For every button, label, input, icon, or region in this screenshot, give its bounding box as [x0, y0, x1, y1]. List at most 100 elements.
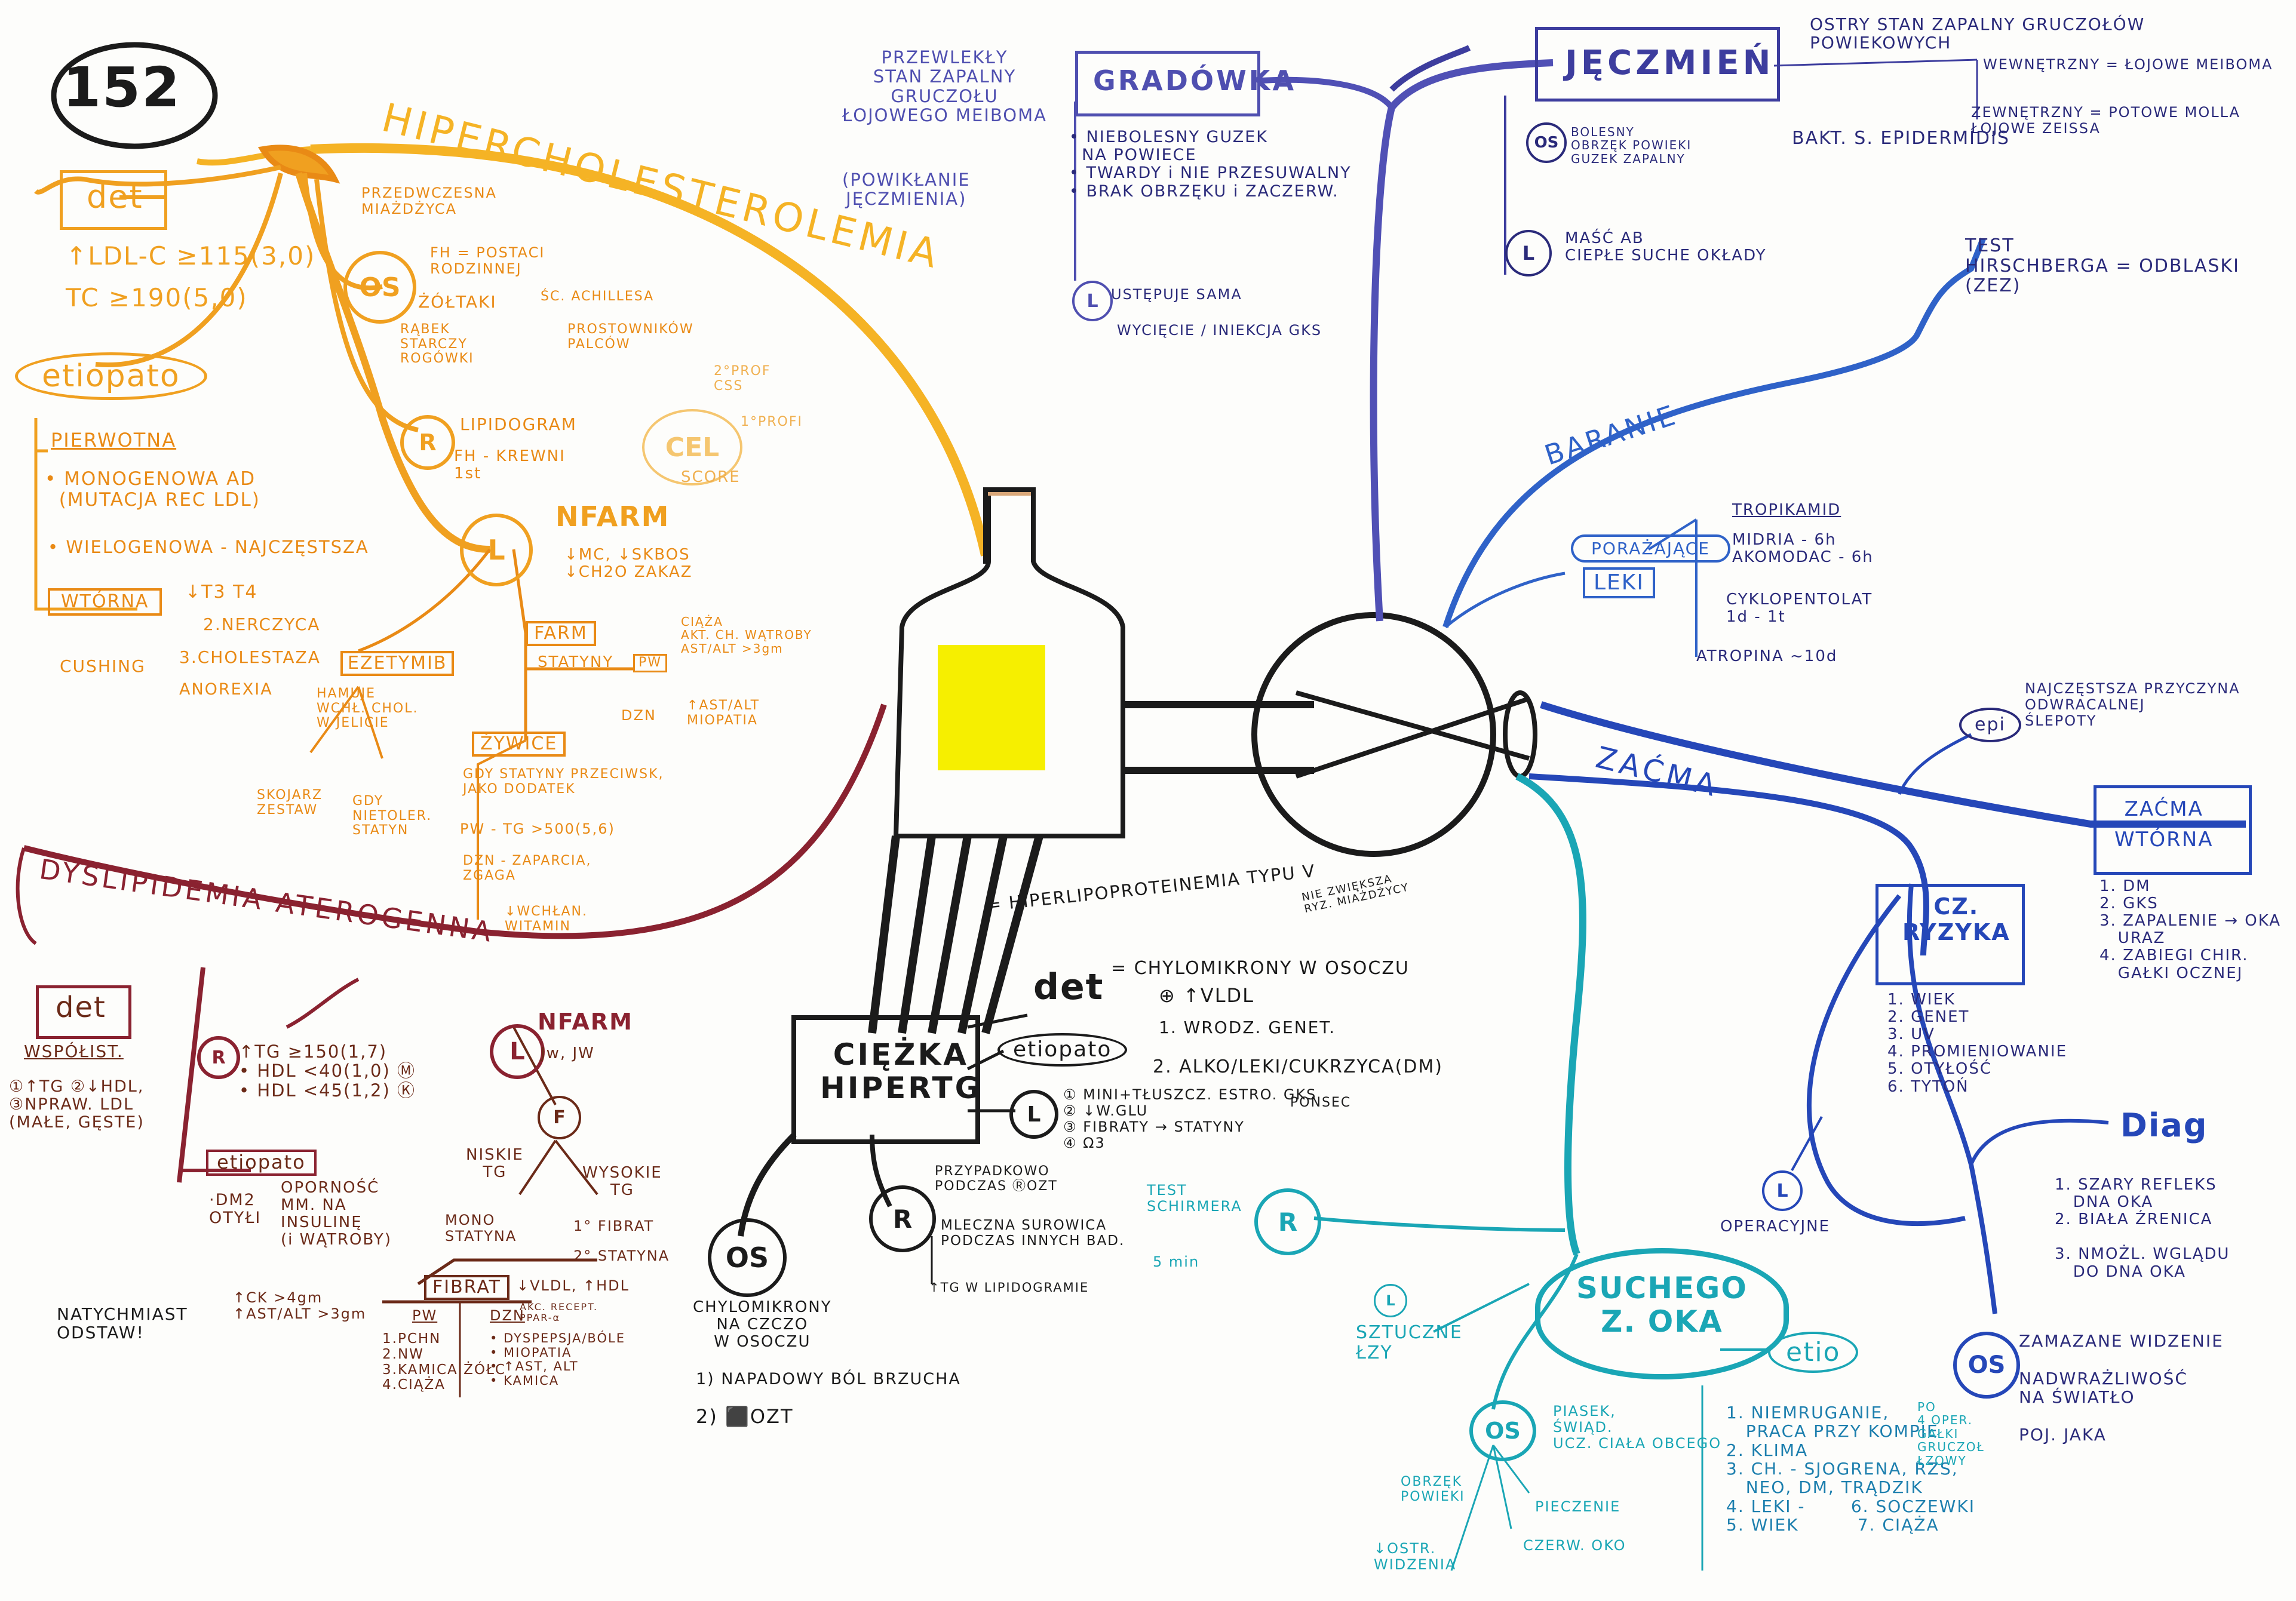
hipertg-box: CIĘŻKA HIPERTG: [791, 1015, 980, 1144]
gradowka-desc: PRZEWLEKŁY STAN ZAPALNY GRUCZOŁU ŁOJOWEG…: [842, 47, 1047, 126]
zacma-wtorna-box: ZAĆMA WTÓRNA: [2094, 785, 2252, 875]
hiperchol-farm: FARM: [526, 621, 596, 646]
gradowka-title: GRADÓWKA: [1093, 64, 1297, 97]
hiperchol-r-circle: R: [400, 415, 455, 470]
dyslipid-pw-items: 1.PCHN 2.NW 3.KAMICA ŻÓŁC 4.CIĄŻA: [382, 1331, 506, 1393]
gradowka-l-circle: L: [1072, 281, 1113, 321]
dyslipid-etiopato: etiopato: [206, 1150, 317, 1176]
hiperchol-zywice-wchlan: ↓WCHŁAN. WITAMIN: [505, 904, 588, 934]
hiperchol-dzn: DZN: [621, 707, 656, 724]
dyslipid-wysokie-tg: WYSOKIE TG: [582, 1164, 662, 1200]
baranie-porazajace: PORAŻAJĄCE: [1571, 534, 1730, 563]
hiperchol-main-branch: [310, 143, 990, 557]
hiperchol-monogenowa: • MONOGENOWA AD (MUTACJA REC LDL): [45, 468, 260, 511]
suche-oko-test: TEST SCHIRMERA: [1147, 1182, 1242, 1215]
dyslipid-fibrat-ppar: AKC. RECEPT. PPAR-α: [520, 1301, 598, 1323]
hiperchol-cel-2prof: 2°PROF CSS: [714, 364, 771, 394]
hipertg-os-1: 1) NAPADOWY BÓL BRZUCHA: [696, 1370, 961, 1388]
dyslipid-fibrat-1: 1° FIBRAT: [573, 1218, 655, 1234]
zacma-diag: Diag: [2120, 1107, 2208, 1144]
jeczmien-os-items: BOLESNY OBRZĘK POWIEKI GUZEK ZAPALNY: [1571, 125, 1692, 166]
hiperchol-zywice-pw: PW - TG >500(5,6): [460, 821, 615, 837]
hipertg-det-label: det: [1033, 966, 1104, 1008]
suche-oko-os-ostr: ↓OSTR. WIDZENIA: [1374, 1540, 1457, 1573]
zacma-wtorna-title: ZAĆMA WTÓRNA: [2114, 797, 2214, 852]
hipertg-etiopato: etiopato: [997, 1033, 1128, 1067]
baranie-test: TEST HIRSCHBERGA = ODBLASKI (ZEZ): [1965, 235, 2240, 297]
hiperchol-os-rabek: RĄBEK STARCZY ROGÓWKI: [400, 322, 474, 367]
zacma-epi-text: NAJCZĘSTSZA PRZYCZYNA ODWRACALNEJ ŚLEPOT…: [2025, 680, 2240, 729]
dyslipid-fibrat-effect: ↓VLDL, ↑HDL: [517, 1277, 630, 1294]
hiperchol-pierwotna: PIERWOTNA: [51, 429, 177, 451]
dyslipid-wspolist: WSPÓŁIST.: [24, 1041, 124, 1061]
baranie-leki: LEKI: [1583, 567, 1656, 599]
suche-oko-os-circle: OS: [1469, 1400, 1536, 1461]
hipertg-os-chylo: CHYLOMIKRONY NA CZCZO W OSOCZU: [693, 1298, 832, 1351]
zacma-branch: [1540, 701, 2246, 828]
dyslipid-wspolist-items: ①↑TG ②↓HDL, ③NPRAW. LDL (MAŁE, GĘSTE): [9, 1077, 145, 1132]
hipertg-l-ponsec: PONSEC: [1290, 1095, 1352, 1110]
hiperchol-det-ldl: ↑LDL-C ≥115(3,0): [66, 241, 316, 271]
zacma-diag-items: 1. SZARY REFLEKS DNA OKA 2. BIAŁA ŹRENIC…: [2055, 1176, 2230, 1281]
zacma-os-items: ZAMAZANE WIDZENIE NADWRAŻLIWOŚĆ NA ŚWIAT…: [2019, 1331, 2224, 1445]
zacma-l-text: OPERACYJNE: [1720, 1218, 1831, 1236]
suche-oko-branch: [1515, 773, 1586, 1256]
hipertg-r-przypadkowo: PRZYPADKOWO PODCZAS ⓇOZT: [935, 1164, 1058, 1194]
page-number-oval: [51, 42, 218, 149]
baranie-tropikamid: TROPIKAMID: [1732, 501, 1841, 519]
hipertg-det-def: = CHYLOMIKRONY W OSOCZU: [1111, 958, 1410, 979]
zacma-wtorna-items: 1. DM 2. GKS 3. ZAPALENIE → OKA URAZ 4. …: [2099, 877, 2282, 982]
dyslipid-nfarm-sub: Jw, JW: [541, 1044, 595, 1062]
hiperchol-dzn-items: ↑AST/ALT MIOPATIA: [687, 698, 760, 728]
hiperchol-zywice-desc: GDY STATYNY PRZECIWSK, JAKO DODATEK: [463, 767, 664, 797]
hiperchol-os-prostowniki: PROSTOWNIKÓW PALCÓW: [567, 322, 694, 352]
hipertg-r-mleczna: MLECZNA SUROWICA PODCZAS INNYCH BAD.: [941, 1218, 1125, 1249]
baranie-branch: [1442, 238, 1986, 628]
hiperchol-t3t4: ↓T3 T4: [185, 582, 258, 603]
hipertg-l-items: ① MINI+TŁUSZCZ. ESTRO. GKS ② ↓W.GLU ③ FI…: [1063, 1086, 1317, 1151]
baranie-midria: MIDRIA - 6h AKOMODAC - 6h: [1732, 531, 1874, 567]
hiperchol-os-circle: OS: [343, 251, 416, 324]
suche-oko-l-text: SZTUCZNE ŁZY: [1356, 1322, 1463, 1363]
dyslipid-odstaw: NATYCHMIAST ODSTAW!: [57, 1304, 188, 1343]
hipertg-l-circle: L: [1009, 1090, 1058, 1139]
hiperchol-os-achillesa: ŚC. ACHILLESA: [541, 289, 655, 304]
jeczmien-box: JĘCZMIEŃ: [1535, 27, 1780, 102]
hiperchol-os-miazdzyca: PRZEDWCZESNA MIAŻDŻYCA: [361, 185, 497, 217]
zacma-cz-items: 1. WIEK 2. GENET 3. UV 4. PROMIENIOWANIE…: [1887, 991, 2068, 1096]
hiperchol-ezetymib-desc: HAMUJE WCHŁ. CHOL. W JELICIE: [317, 686, 419, 731]
hiperchol-cushing: CUSHING: [60, 656, 146, 676]
zacma-l-circle: L: [1762, 1170, 1803, 1211]
dyslipid-statyna-2: 2° STATYNA: [573, 1247, 670, 1264]
hiperchol-r-lipidogram: LIPIDOGRAM: [460, 414, 577, 434]
hiperchol-zywice-dzn: DZN - ZAPARCIA, ZGAGA: [463, 853, 592, 883]
page-number: 152: [63, 56, 182, 119]
suche-oko-etio: etio: [1768, 1332, 1859, 1373]
dyslipid-r-items: ↑TG ≥150(1,7) • HDL <40(1,0) Ⓜ • HDL <45…: [239, 1041, 416, 1101]
dyslipid-fibrat-pw: PW: [412, 1307, 438, 1324]
suche-oko-etio-po: PO 4 OPER. GAŁKI GRUCZOŁ ŁZOWY: [1917, 1400, 1985, 1468]
hiperchol-cel-circle: CEL: [642, 409, 742, 485]
dyslipid-mono: MONO STATYNA: [445, 1212, 517, 1244]
suche-oko-r-circle: R: [1254, 1188, 1321, 1255]
gradowka-items: • NIEBOLESNY GUZEK NA POWIECE • TWARDY i…: [1069, 128, 1352, 201]
jeczmien-desc: OSTRY STAN ZAPALNY GRUCZOŁÓW POWIEKOWYCH: [1810, 14, 2145, 53]
zacma-cz-ryzyka-box: CZ. RYZYKA: [1876, 884, 2025, 985]
hiperchol-cholestaza: 3.CHOLESTAZA: [179, 647, 321, 667]
gradowka-l-wyciecie: WYCIĘCIE / INIEKCJA GKS: [1117, 322, 1322, 339]
zacma-epi: epi: [1959, 708, 2021, 742]
gradowka-l-text: USTĘPUJE SAMA: [1111, 286, 1242, 303]
baranie-atropina: ATROPINA ~10d: [1696, 647, 1838, 665]
suche-oko-test-time: 5 min: [1153, 1253, 1200, 1270]
dyslipid-fibrat: FIBRAT: [424, 1275, 509, 1300]
suche-oko-os-items: PIASEK, ŚWIĄD. UCZ. CIAŁA OBCEGO: [1553, 1403, 1722, 1452]
dyslipid-det-box: det: [36, 985, 131, 1039]
hipertg-etio-2: 2. ALKO/LEKI/CUKRZYCA(DM): [1153, 1056, 1443, 1077]
hiperchol-det-label: det: [87, 178, 143, 216]
dyslipid-nfarm: NFARM: [538, 1009, 633, 1035]
jeczmien-l-circle: L: [1505, 230, 1552, 276]
suche-oko-os-pieczenie: PIECZENIE: [1535, 1498, 1621, 1515]
suche-oko-l-circle: L: [1374, 1284, 1407, 1317]
jeczmien-wewnetrzny: WEWNĘTRZNY = ŁOJOWE MEIBOMA: [1983, 56, 2273, 73]
